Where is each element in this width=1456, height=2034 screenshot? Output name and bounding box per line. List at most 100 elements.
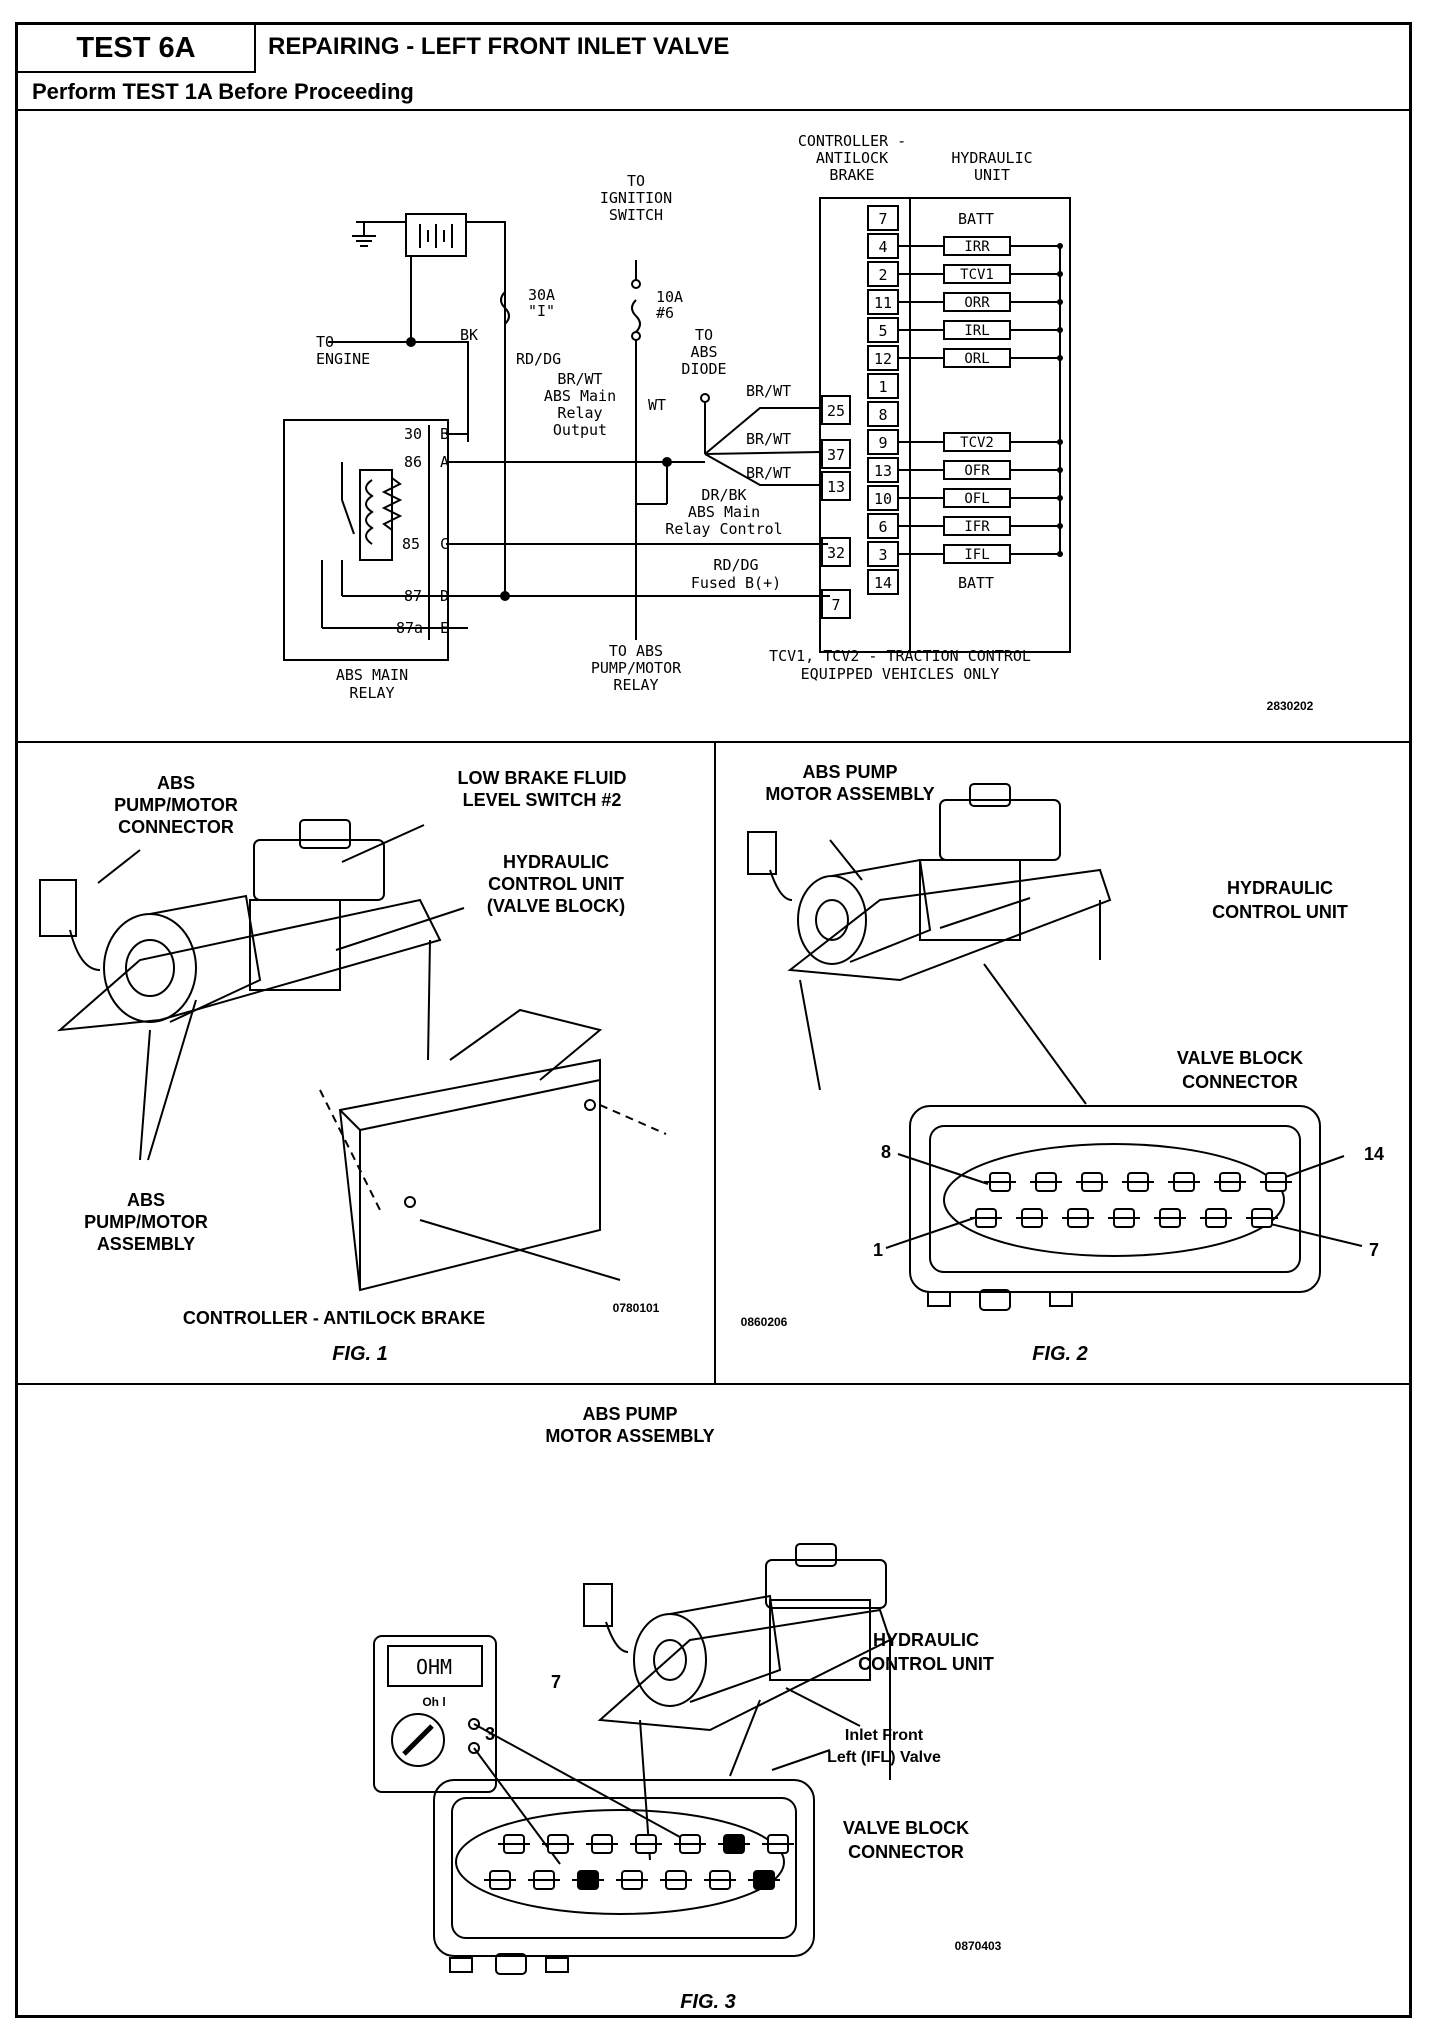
relay-coil-icon — [365, 479, 374, 545]
abs-main-relay-box — [283, 419, 449, 661]
hcu-valve-label: OFL — [964, 491, 989, 507]
fig3-label-inlet-1: Inlet Front — [845, 1727, 924, 1744]
fig1-label-switch-1: LOW BRAKE FLUID — [458, 768, 627, 788]
fig3-caption: FIG. 3 — [680, 1991, 736, 2013]
label-10a: 10A — [656, 288, 683, 306]
fig2-valve-block-connector — [909, 1105, 1321, 1293]
fig2-code: 0860206 — [741, 1315, 788, 1329]
hcu-junction — [1057, 355, 1063, 361]
label-brwt-25: BR/WT — [746, 382, 791, 400]
fig3-probe-3: 3 — [485, 1724, 495, 1744]
hcu-valve-label: ORR — [964, 295, 990, 311]
fig1-label-connector-1: ABS — [157, 773, 195, 793]
schematic-code: 2830202 — [1267, 699, 1314, 713]
label-diode-to: TO — [695, 326, 713, 344]
fig1-caption: FIG. 1 — [332, 1343, 388, 1365]
hcu-pin-number: 14 — [874, 574, 892, 592]
hcu-pin-number: 1 — [878, 378, 887, 396]
hcu-pin-number: 4 — [878, 238, 887, 256]
fig1-code: 0780101 — [613, 1301, 660, 1315]
page-title: REPAIRING - LEFT FRONT INLET VALVE — [268, 33, 730, 60]
label-out-brwt: BR/WT — [557, 370, 602, 388]
label-fused-b: Fused B(+) — [691, 574, 781, 592]
fig1-label-hcu-3: (VALVE BLOCK) — [487, 896, 625, 916]
fig3-label-valve-2: CONNECTOR — [848, 1842, 964, 1862]
hcu-junction — [1057, 243, 1063, 249]
hcu-junction — [1057, 271, 1063, 277]
hcu-pin-number: 11 — [874, 294, 892, 312]
hcu-junction — [1057, 327, 1063, 333]
hcu-valve-label: IFL — [964, 547, 989, 563]
hcu-valve-label: ORL — [964, 351, 989, 367]
label-out-abs: ABS Main — [544, 387, 616, 405]
fig2-pin-7: 7 — [1369, 1240, 1379, 1260]
hcu-valve-label: TCV2 — [960, 435, 994, 451]
relay-pin-85: 85 — [402, 535, 420, 553]
hcu-block-icon — [249, 899, 341, 991]
fig3-label-inlet-2: Left (IFL) Valve — [827, 1749, 941, 1766]
relay-pin-30: 30 — [404, 425, 422, 443]
hcu-batt-label: BATT — [958, 574, 994, 592]
label-30a-i: "I" — [528, 302, 555, 320]
fig1-label-hcu-2: CONTROL UNIT — [488, 874, 624, 894]
fig3-label-hcu-1: HYDRAULIC — [873, 1630, 979, 1650]
ohmmeter-display: OHM — [416, 1655, 452, 1679]
fig2-label-hcu-1: HYDRAULIC — [1227, 878, 1333, 898]
divider-fig3 — [18, 1383, 1409, 1385]
pump-motor-icon — [103, 913, 197, 1023]
controller-module-icon — [338, 1058, 601, 1292]
fuse-30a-icon — [500, 291, 510, 325]
fig2-hcu-icon — [919, 859, 1021, 941]
label-ignition: IGNITION — [600, 189, 672, 207]
fig1-illustration — [39, 819, 667, 1292]
fig3-code: 0870403 — [955, 1939, 1002, 1953]
relay-letter-c: C — [440, 535, 449, 553]
hcu-pin-number: 5 — [878, 322, 887, 340]
fig2-pin-1: 1 — [873, 1240, 883, 1260]
hcu-valve-label: IFR — [964, 519, 990, 535]
fig1-label-connector-2: PUMP/MOTOR — [114, 795, 238, 815]
fig3-label-hcu-2: CONTROL UNIT — [858, 1654, 994, 1674]
hcu-junction — [1057, 467, 1063, 473]
fig1-label-switch-2: LEVEL SWITCH #2 — [463, 790, 622, 810]
fig2-pin-8: 8 — [881, 1142, 891, 1162]
prerequisite-note: Perform TEST 1A Before Proceeding — [18, 71, 1409, 111]
label-rd-dg: RD/DG — [516, 350, 561, 368]
label-pump-to: TO ABS — [609, 642, 663, 660]
ctl-pin-13: 13 — [827, 478, 845, 496]
hcu-valve-box — [943, 320, 1011, 340]
fig2-label-motor-2: MOTOR ASSEMBLY — [765, 784, 934, 804]
fig2-pin-14: 14 — [1364, 1144, 1384, 1164]
controller-box — [819, 197, 1071, 653]
hcu-valve-box — [943, 516, 1011, 536]
relay-letter-e: E — [440, 619, 449, 637]
test-sheet: TEST 6A REPAIRING - LEFT FRONT INLET VAL… — [15, 22, 1412, 2018]
label-diode-abs: ABS — [690, 343, 717, 361]
label-out-output: Output — [553, 421, 607, 439]
divider-fig1-fig2 — [714, 741, 716, 1383]
label-fused-rddg: RD/DG — [713, 556, 758, 574]
label-brwt-37: BR/WT — [746, 430, 791, 448]
fig1-label-hcu-1: HYDRAULIC — [503, 852, 609, 872]
hcu-pin-number: 3 — [878, 546, 887, 564]
hcu-junction — [1057, 439, 1063, 445]
label-out-relay: Relay — [557, 404, 602, 422]
hcu-pin-number: 8 — [878, 406, 887, 424]
hcu-pin-number: 7 — [878, 210, 887, 228]
label-to-engine: TO — [316, 333, 334, 351]
hcu-valve-box — [943, 236, 1011, 256]
label-to: TO — [627, 172, 645, 190]
label-switch: SWITCH — [609, 206, 663, 224]
hcu-valve-label: IRR — [964, 239, 990, 255]
relay-letter-b: B — [440, 425, 449, 443]
fig1-label-assembly-3: ASSEMBLY — [97, 1234, 195, 1254]
label-pump-motor: PUMP/MOTOR — [591, 659, 682, 677]
relay-pin-86: 86 — [404, 453, 422, 471]
hcu-valve-label: TCV1 — [960, 267, 994, 283]
label-bk: BK — [460, 326, 478, 344]
fig3-hcu-icon — [769, 1599, 871, 1681]
hcu-pin-box — [867, 205, 899, 231]
ctl-pin-7: 7 — [831, 596, 840, 614]
relay-label-abs-main: ABS MAIN — [336, 666, 408, 684]
